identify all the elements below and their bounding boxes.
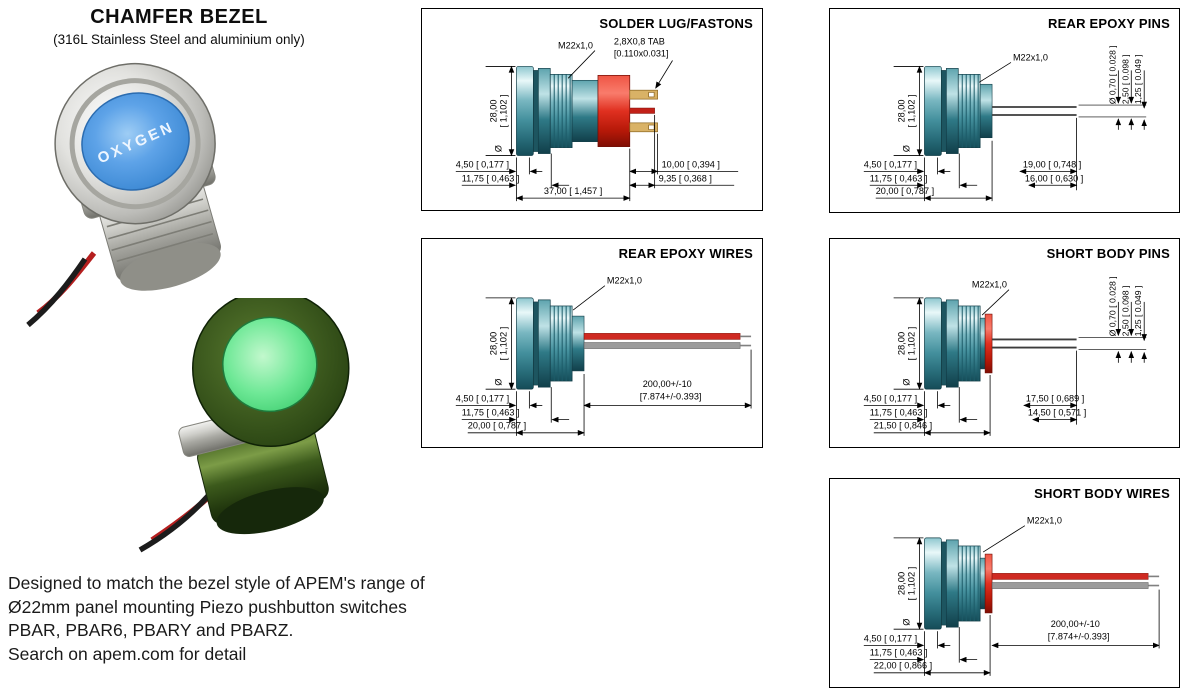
dia-symbol: Ø	[902, 145, 912, 152]
dia-symbol: Ø	[494, 378, 504, 385]
faston-tab-lower	[629, 122, 658, 133]
dim-pin-short-label: 16,00 [ 0,630 ]	[1025, 173, 1083, 183]
dim-body-label: 20,00 [ 0,787 ]	[468, 421, 526, 431]
faston-tab-upper	[629, 89, 658, 100]
rear-epoxy-wires-drawing: 28,00 [ 1,102 ] Ø 4,50 [ 0,177 ] 11,75 […	[455, 276, 752, 437]
wire-length-label-line2: [7.874+/-0.393]	[640, 391, 702, 401]
wire-length-label-line1: 200,00+/-10	[1051, 619, 1100, 629]
black-wire	[26, 257, 88, 328]
thread-label: M22x1,0	[1013, 53, 1048, 63]
solder-lug	[629, 107, 655, 114]
dim-body-label: 20,00 [ 0,787 ]	[876, 186, 934, 196]
dim-front-label: 11,75 [ 0,463 ]	[462, 173, 520, 183]
dim-bezel-label: 4,50 [ 0,177 ]	[456, 393, 509, 403]
black-wire	[138, 494, 211, 553]
description-line: PBAR, PBAR6, PBARY and PBARZ.	[8, 620, 294, 640]
drawing-title: SHORT BODY PINS	[1046, 246, 1170, 261]
indicator-body	[178, 298, 350, 535]
dim-pin-long-label: 17,50 [ 0,689 ]	[1026, 393, 1084, 403]
short-body-wires-drawing: 28,00 [ 1,102 ] Ø 4,50 [ 0,177 ] 11,75 […	[863, 516, 1160, 677]
dia-in-label: [ 1,102 ]	[907, 567, 917, 601]
description-line: Ø22mm panel mounting Piezo pushbutton sw…	[8, 596, 407, 617]
dim-body-label: 22,00 [ 0,866 ]	[874, 661, 932, 671]
description-line: Designed to match the bezel style of APE…	[8, 573, 425, 593]
dia-mm-label: 28,00	[489, 100, 499, 123]
green-lens	[222, 316, 318, 413]
dia-mm-label: 28,00	[897, 332, 907, 355]
rear-epoxy-pins-drawing: 28,00 [ 1,102 ] Ø Ø 0,70 [ 0.028 ] 2,50 …	[863, 45, 1179, 202]
drawing-title: REAR EPOXY WIRES	[618, 246, 753, 261]
dim-front-label: 11,75 [ 0,463 ]	[870, 407, 928, 417]
page-header: CHAMFER BEZEL (316L Stainless Steel and …	[0, 6, 358, 47]
dim-pin-long-label: 19,00 [ 0,748 ]	[1023, 159, 1081, 169]
dia-mm-label: 28,00	[489, 332, 499, 355]
blue-lens	[81, 92, 190, 191]
drawing-title: REAR EPOXY PINS	[1048, 16, 1170, 31]
tab-size-label-line2: [0.110x0.031]	[614, 49, 669, 59]
dim-pin-short-label: 14,50 [ 0,571 ]	[1028, 407, 1086, 417]
pin-dia-label: Ø 0,70 [ 0.028 ]	[1107, 45, 1117, 104]
pin-pitch-label: 2,50 [ 0.098 ]	[1120, 54, 1130, 104]
tab-size-label-line1: 2,8X0,8 TAB	[614, 37, 665, 47]
drawing-title: SOLDER LUG/FASTONS	[599, 16, 753, 31]
short-body-pins-drawing: 28,00 [ 1,102 ] Ø Ø 0,70 [ 0.028 ] 2,50 …	[863, 276, 1179, 437]
dia-symbol: Ø	[494, 145, 504, 152]
thread-label: M22x1,0	[607, 276, 642, 286]
dia-symbol: Ø	[902, 618, 912, 625]
pin-offset-label: 1,25 [ 0.049 ]	[1133, 54, 1143, 104]
pin-offset-label: 1,25 [ 0.049 ]	[1133, 286, 1143, 337]
dim-front-label: 11,75 [ 0,463 ]	[462, 407, 520, 417]
wire-length-label-line2: [7.874+/-0.393]	[1048, 631, 1110, 641]
thread-label: M22x1,0	[972, 280, 1007, 290]
wire-length-label-line1: 200,00+/-10	[643, 379, 692, 389]
drawing-box-short-body-wires: SHORT BODY WIRES 28,00 [ 1,102 ] Ø 4,50 …	[829, 478, 1180, 688]
dia-in-label: [ 1,102 ]	[499, 327, 509, 361]
drawing-box-solder-lug-fastons: SOLDER LUG/FASTONS 28,00 [ 1,102 ] Ø 4,5…	[421, 8, 763, 211]
dia-in-label: [ 1,102 ]	[498, 95, 508, 128]
dim-overall-label: 37,00 [ 1,457 ]	[544, 186, 602, 196]
description-line: Search on apem.com for detail	[8, 643, 247, 664]
dia-mm-label: 28,00	[897, 100, 907, 123]
thread-label: M22x1,0	[558, 41, 593, 51]
dim-bezel-label: 4,50 [ 0,177 ]	[864, 633, 917, 643]
drawing-box-short-body-pins: SHORT BODY PINS 28,00 [ 1,102 ] Ø Ø 0,70…	[829, 238, 1180, 448]
drawing-box-rear-epoxy-wires: REAR EPOXY WIRES 28,00 [ 1,102 ] Ø 4,50 …	[421, 238, 763, 448]
pin-dia-label: Ø 0,70 [ 0.028 ]	[1107, 276, 1117, 336]
dim-body-label: 21,50 [ 0,846 ]	[874, 421, 932, 431]
drawing-title: SHORT BODY WIRES	[1034, 486, 1170, 501]
dia-in-label: [ 1,102 ]	[907, 327, 917, 361]
dim-tab-label: 10,00 [ 0,394 ]	[662, 159, 720, 169]
dim-front-label: 11,75 [ 0,463 ]	[870, 647, 928, 657]
product-photo-blue-indicator: OXYGEN	[26, 62, 221, 328]
dia-in-label: [ 1,102 ]	[906, 95, 916, 128]
dia-symbol: Ø	[902, 378, 912, 385]
page-title: CHAMFER BEZEL	[90, 6, 268, 28]
solder-lug-drawing: 28,00 [ 1,102 ] Ø 4,50 [ 0,177 ] 11,75 […	[455, 37, 739, 202]
dim-bezel-label: 4,50 [ 0,177 ]	[864, 393, 917, 403]
drawing-box-rear-epoxy-pins: REAR EPOXY PINS 28,00 [ 1,102 ] Ø Ø 0,70…	[829, 8, 1180, 213]
thread-label: M22x1,0	[1027, 516, 1062, 526]
dim-front-label: 11,75 [ 0,463 ]	[870, 173, 928, 183]
dim-bezel-label: 4,50 [ 0,177 ]	[456, 159, 509, 169]
dim-bezel-label: 4,50 [ 0,177 ]	[864, 159, 917, 169]
page-subtitle: (316L Stainless Steel and aluminium only…	[53, 32, 305, 47]
product-photo-green-indicator	[138, 298, 350, 553]
indicator-body: OXYGEN	[54, 62, 221, 291]
pin-pitch-label: 2,50 [ 0.098 ]	[1120, 286, 1130, 337]
dim-lug-label: 9,35 [ 0,368 ]	[659, 173, 712, 183]
dia-mm-label: 28,00	[897, 572, 907, 595]
description-text: Designed to match the bezel style of APE…	[8, 572, 513, 666]
